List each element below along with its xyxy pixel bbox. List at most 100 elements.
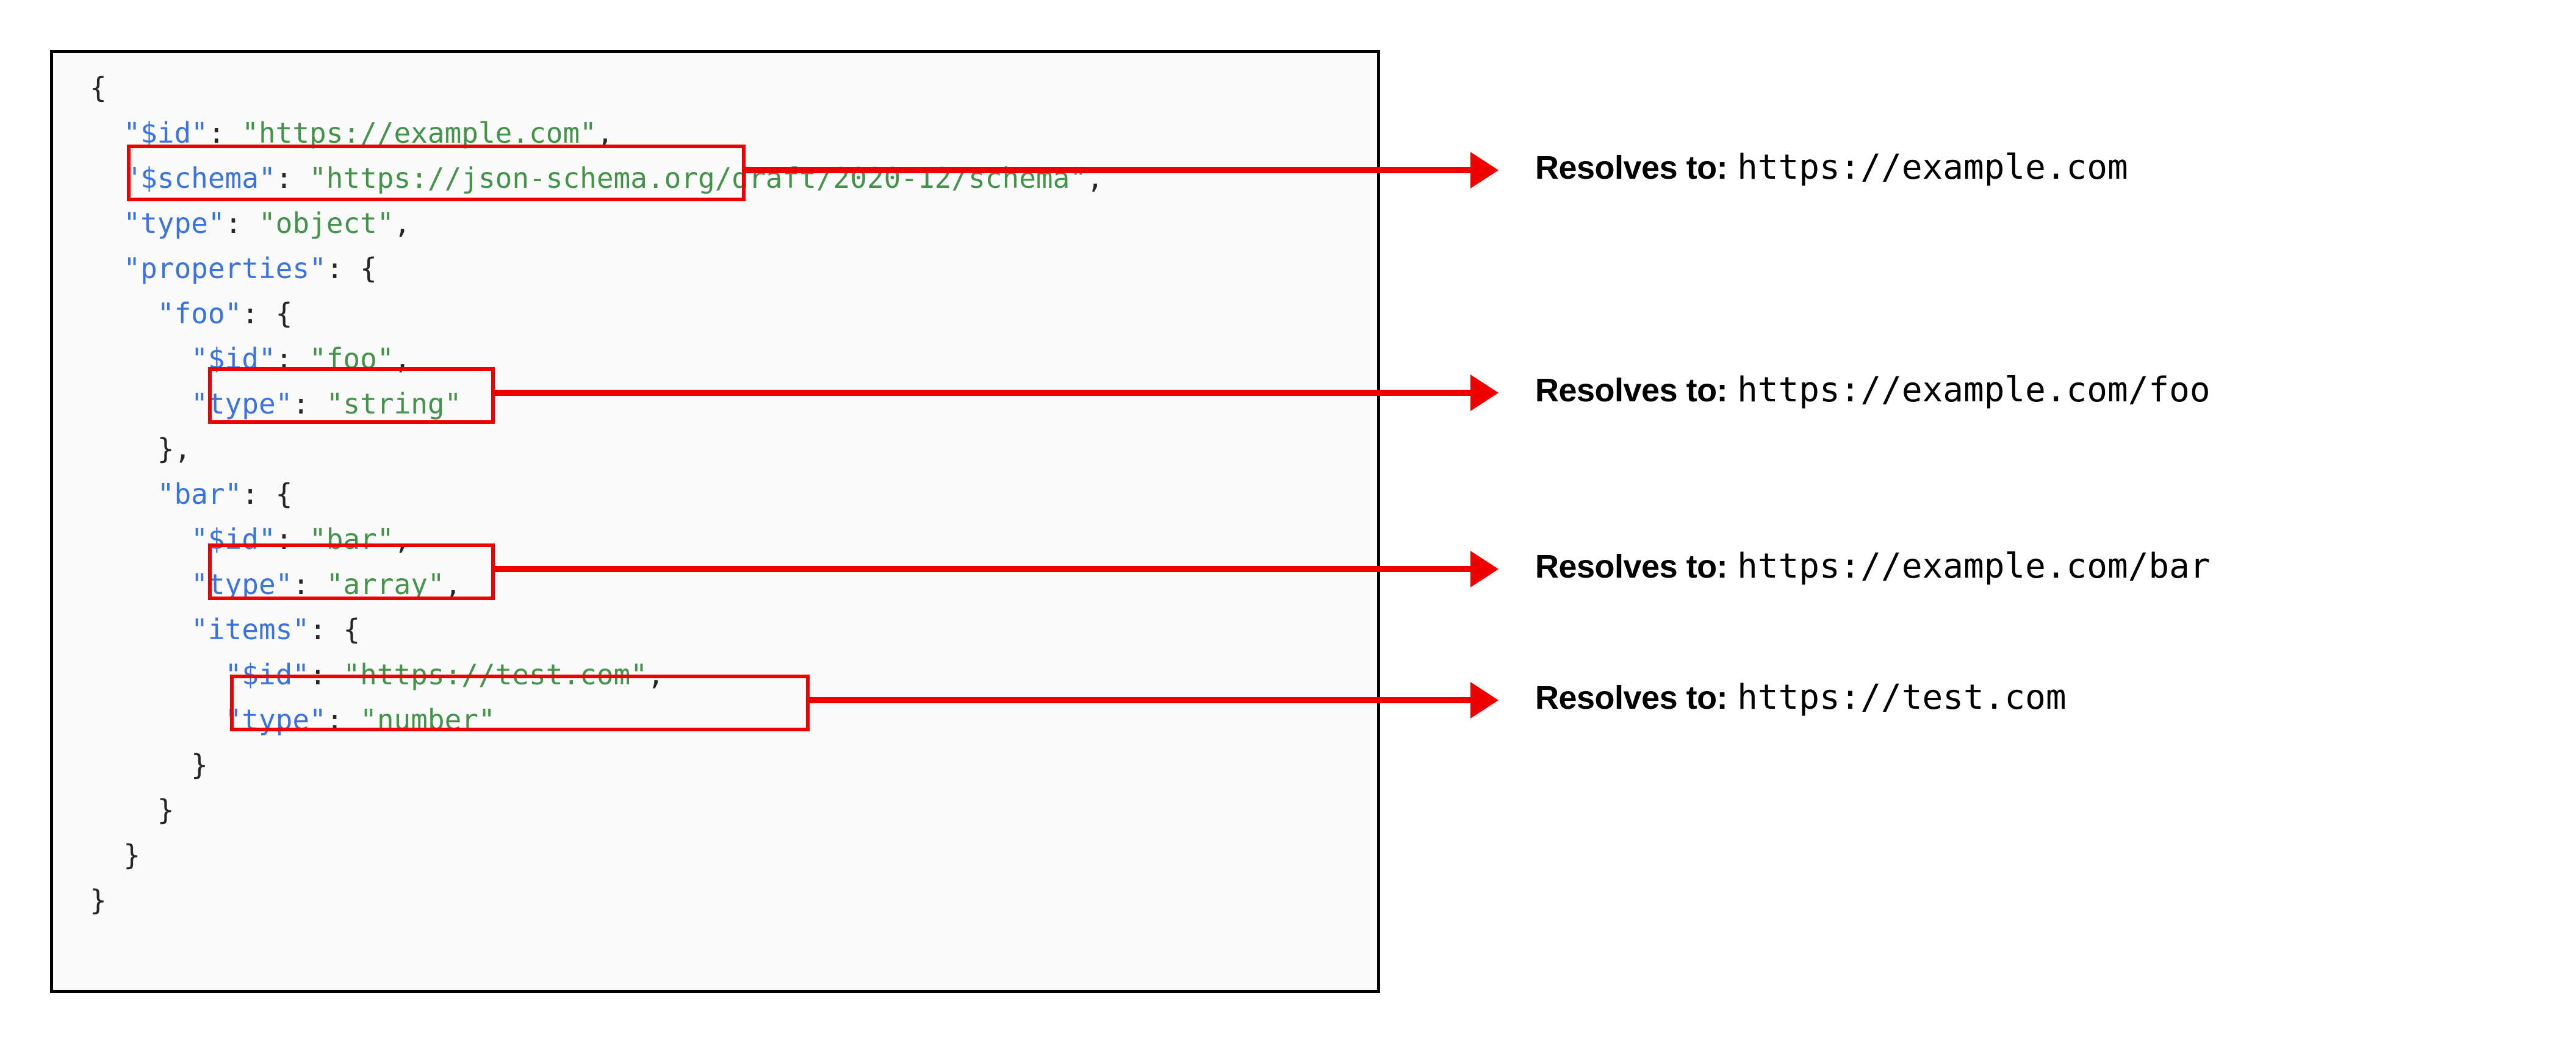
json-string-value: "foo" [309, 342, 394, 375]
json-tail: , [394, 342, 411, 375]
json-key: "$id" [225, 658, 310, 691]
json-tail: { [343, 613, 361, 646]
json-colon: : [326, 703, 361, 736]
json-tail: , [394, 523, 411, 556]
code-indent [90, 478, 157, 511]
json-colon: : [309, 613, 344, 646]
json-string-value: "object" [258, 207, 394, 240]
json-colon: : [275, 162, 310, 195]
code-line: } [90, 742, 1104, 787]
json-colon: : [309, 658, 344, 691]
json-colon: : [207, 116, 242, 149]
json-key: "foo" [157, 297, 242, 330]
code-indent [90, 387, 191, 420]
json-string-value: "array" [326, 568, 445, 601]
code-line: "$id": "https://example.com", [90, 110, 1104, 156]
resolve-row-resolve-root: Resolves to:https://example.com [1535, 148, 2128, 187]
code-line: } [90, 787, 1104, 833]
code-line: { [90, 65, 1104, 110]
json-key: "$id" [191, 342, 276, 375]
json-string-value: "https://test.com" [343, 658, 647, 691]
json-code-block: { "$id": "https://example.com", "$schema… [50, 50, 1380, 993]
code-line: }, [90, 426, 1104, 471]
json-tail: , [647, 658, 664, 691]
arrow-head-resolve-items [1470, 682, 1498, 719]
code-indent [90, 116, 123, 149]
json-string-value: "number" [360, 703, 495, 736]
code-punctuation: } [90, 839, 141, 872]
code-indent [90, 658, 225, 691]
code-indent [90, 568, 191, 601]
arrow-shaft-resolve-bar [492, 566, 1470, 572]
code-indent [90, 703, 225, 736]
resolves-to-label: Resolves to: [1535, 372, 1728, 409]
json-key: "items" [191, 613, 310, 646]
code-punctuation: } [90, 794, 174, 826]
json-colon: : [326, 252, 361, 285]
code-indent [90, 162, 123, 195]
code-line: "type": "number" [90, 697, 1104, 742]
resolves-to-label: Resolves to: [1535, 679, 1728, 716]
resolves-to-label: Resolves to: [1535, 548, 1728, 585]
code-line: "properties": { [90, 246, 1104, 291]
json-colon: : [225, 207, 259, 240]
code-punctuation: } [90, 884, 107, 917]
json-string-value: "string" [326, 387, 462, 420]
json-key: "type" [191, 387, 293, 420]
json-key: "$id" [123, 116, 208, 149]
code-indent [90, 613, 191, 646]
json-key: "$id" [191, 523, 276, 556]
code-line: "$id": "https://test.com", [90, 652, 1104, 697]
resolved-uri-resolve-bar: https://example.com/bar [1737, 547, 2211, 586]
code-line: "$id": "bar", [90, 517, 1104, 562]
json-code-lines: { "$id": "https://example.com", "$schema… [90, 65, 1104, 923]
code-line: "$id": "foo", [90, 336, 1104, 381]
json-key: "type" [123, 207, 225, 240]
arrow-shaft-resolve-root [743, 167, 1470, 173]
arrow-head-resolve-root [1470, 152, 1498, 188]
json-colon: : [292, 568, 326, 601]
json-string-value: "bar" [309, 523, 394, 556]
json-tail: { [360, 252, 377, 285]
json-key: "$schema" [123, 162, 276, 195]
code-punctuation: { [90, 71, 107, 104]
json-key: "properties" [123, 252, 326, 285]
code-line: "bar": { [90, 471, 1104, 517]
arrow-head-resolve-bar [1470, 551, 1498, 587]
resolves-to-label: Resolves to: [1535, 149, 1728, 186]
arrow-head-resolve-foo [1470, 375, 1498, 411]
code-indent [90, 252, 123, 285]
code-line: "type": "array", [90, 562, 1104, 607]
resolved-uri-resolve-root: https://example.com [1737, 148, 2128, 187]
resolve-row-resolve-foo: Resolves to:https://example.com/foo [1535, 370, 2211, 410]
json-colon: : [242, 478, 276, 511]
code-line: "foo": { [90, 291, 1104, 336]
code-line: "$schema": "https://json-schema.org/draf… [90, 156, 1103, 201]
code-punctuation: }, [90, 432, 192, 465]
json-colon: : [242, 297, 276, 330]
json-colon: : [275, 342, 310, 375]
resolve-row-resolve-items: Resolves to:https://test.com [1535, 678, 2067, 717]
code-punctuation: } [90, 748, 208, 781]
code-indent [90, 207, 123, 240]
arrow-shaft-resolve-foo [492, 390, 1470, 396]
json-tail: , [596, 116, 614, 149]
code-line: "items": { [90, 607, 1104, 652]
code-indent [90, 523, 191, 556]
resolved-uri-resolve-foo: https://example.com/foo [1737, 370, 2211, 410]
json-colon: : [292, 387, 326, 420]
json-tail: , [444, 568, 462, 601]
json-tail: { [275, 297, 293, 330]
json-key: "type" [191, 568, 293, 601]
arrow-shaft-resolve-items [807, 697, 1470, 703]
code-line: "type": "string" [90, 381, 1104, 426]
json-string-value: "https://example.com" [242, 116, 597, 149]
json-key: "type" [225, 703, 326, 736]
code-indent [90, 342, 191, 375]
json-colon: : [275, 523, 310, 556]
resolved-uri-resolve-items: https://test.com [1737, 678, 2067, 717]
json-key: "bar" [157, 478, 242, 511]
json-tail: , [394, 207, 411, 240]
code-line: "type": "object", [90, 201, 1104, 246]
code-indent [90, 297, 157, 330]
